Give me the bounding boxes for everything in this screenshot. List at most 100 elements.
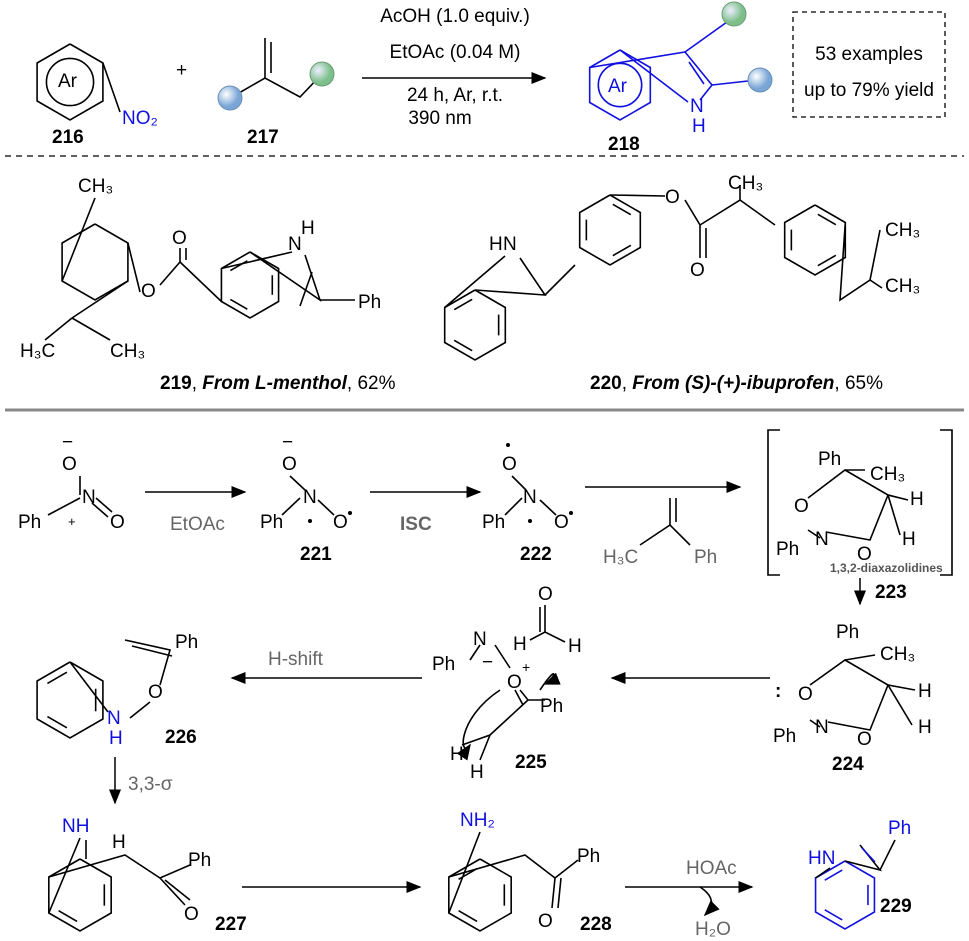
bond [619,49,689,103]
atom-ph: Ph [540,696,563,717]
bond-skeletons [36,21,953,932]
compound-220: H N O O CH₃ CH₃ CH₃ 220, From (S)-(+)-ib… [489,173,920,394]
charge-minus: − [282,432,293,453]
atom-o: O [62,454,77,475]
bond [869,279,883,289]
charge-plus: + [522,659,530,675]
atom-ph: Ph [358,292,381,313]
ring [448,858,512,932]
atom-h: H [470,762,484,783]
atom-ch3: CH₃ [110,341,145,362]
reagent-hoac: HOAc [686,858,737,879]
compound-227: NH H O Ph 227 [62,816,247,935]
atom-o: O [690,260,705,281]
atom-ph: Ph [773,726,796,747]
bond [124,639,172,686]
atom-nh: NH [62,816,89,837]
compound-label: 229 [880,896,912,917]
atom-ch3: CH₃ [728,173,763,194]
ring [48,858,112,932]
example-caption: 220, From (S)-(+)-ibuprofen, 65% [590,373,883,394]
condition-4: 390 nm [408,108,471,129]
compound-223: Ph CH₃ O N Ph O H H 1,3,2-diaxazolidines… [776,449,943,603]
plus-sign: + [176,60,187,81]
bond [249,251,322,303]
bond [557,877,562,909]
compound-224: Ph CH₃ : O N Ph O H H 224 [773,622,932,775]
bond [48,837,81,914]
bond [299,271,313,307]
compound-226: Ph O N H 226 [107,632,198,749]
charge-minus: − [62,432,73,453]
reaction-conditions: AcOH (1.0 equiv.) EtOAc (0.04 M) 24 h, A… [380,6,530,129]
bond [469,644,481,661]
bond [95,497,113,513]
scope-examples: 53 examples [815,44,923,65]
atom-o: O [538,911,553,932]
bond [129,701,151,719]
bond [511,475,527,491]
electron-arrow [539,672,561,691]
bond [887,494,909,501]
atom-n: N [303,487,317,508]
aromatic-circle [45,57,95,107]
bond [684,21,728,53]
bond [289,475,306,491]
compound-218: Ar N H 218 [608,1,773,155]
compound-label: 222 [520,544,552,565]
compound-label: 220 [590,373,622,394]
atom-h: H [910,489,924,510]
atom-h: H [568,636,582,657]
bond [71,317,111,341]
atom-ph: Ph [776,539,799,560]
atom-o: O [110,512,125,533]
bond [940,429,953,576]
ring [61,223,129,301]
compound-label: 227 [215,914,247,935]
atom-h: H [301,218,315,239]
atom-ch3: CH₃ [880,644,915,665]
compound-label: 221 [300,544,332,565]
bond [544,264,576,296]
atom-h: H [918,717,932,738]
condition-2: EtOAc (0.04 M) [390,42,521,63]
ring [783,204,847,276]
double-bond [458,910,478,923]
bond [71,280,129,319]
lone-pair: : [775,681,781,702]
atom-n: N [815,717,829,738]
atom-ph: Ph [18,512,41,533]
bond [159,877,186,906]
bond [61,197,96,282]
compound-222: O N Ph O 222 [482,443,573,565]
reagent-alpha-methylstyrene: H₃C Ph [603,547,717,568]
bond [317,499,335,516]
bond [739,199,776,226]
atom-h: H [513,634,527,655]
atom-n: N [815,529,829,550]
atom-o: O [282,454,297,475]
bond [164,879,191,901]
bond [69,661,109,713]
bond [529,631,566,643]
atom-h: H [918,681,932,702]
compound-class-name: 1,3,2-diaxazolidines [830,561,943,575]
bond [448,854,579,880]
scope-yield: up to 79% yield [804,80,934,101]
bond [589,51,714,101]
bond [131,645,173,657]
bond [887,684,916,691]
atom-n: N [288,234,302,255]
atom-o: O [554,512,569,533]
atom-ph: Ph [432,654,455,675]
bond [809,719,821,728]
atom-ph: Ph [482,512,505,533]
compound-label: 224 [832,754,864,775]
bond [684,199,701,258]
step-h-shift: H-shift [268,649,324,670]
scope-box: 53 examples up to 79% yield [792,11,946,118]
compound-label: 217 [247,127,279,148]
electron-arrow [456,689,501,761]
substituent-sphere-blue [217,85,243,111]
